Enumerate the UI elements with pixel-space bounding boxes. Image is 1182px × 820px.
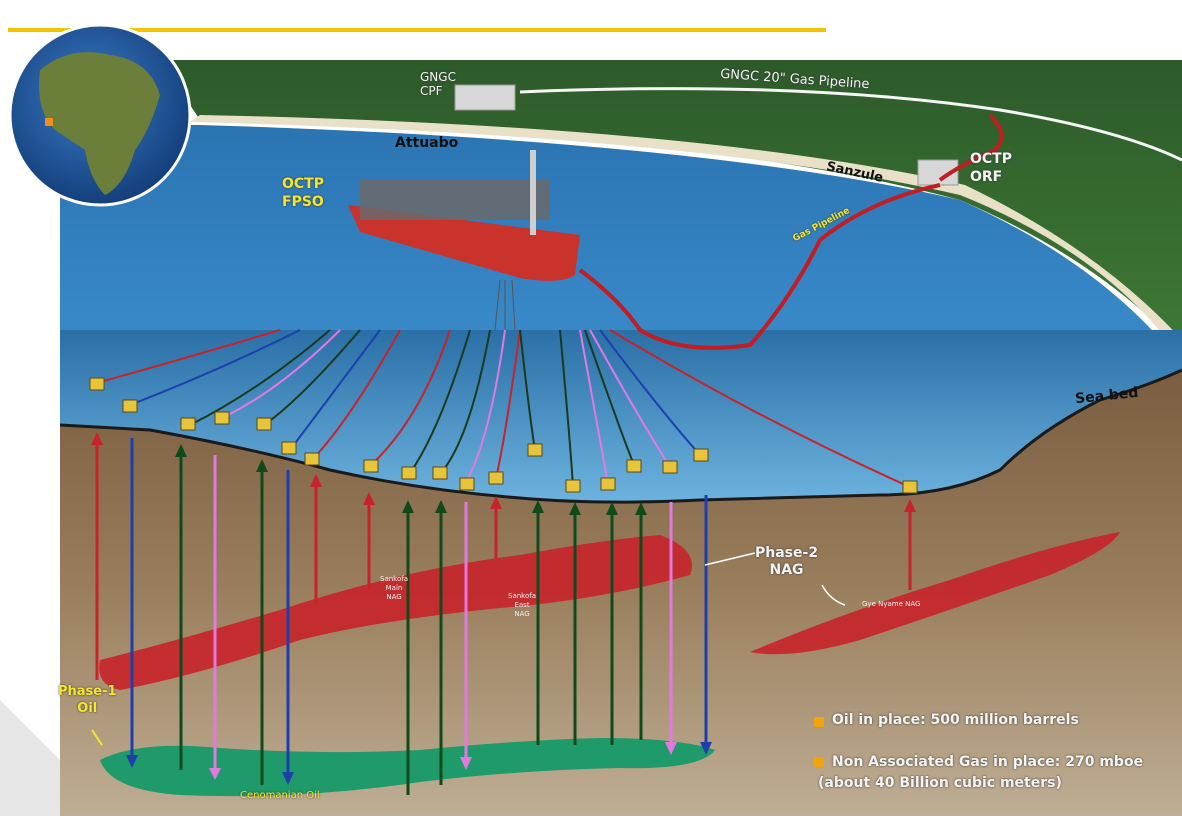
fpso-topsides [360,180,550,220]
gngc-gas-pipeline [519,87,1182,162]
wells [91,432,916,795]
sea-surface [60,125,1182,365]
fpso-hull [348,205,580,281]
forest-coastline [160,60,1182,350]
water-column [60,330,1182,503]
attuabo-label: Attuabo [395,135,459,151]
phase1-pointer [91,729,103,746]
gye-nyame-pointer [821,584,846,606]
gye-nyame-nag-label: Gye Nyame NAG [862,600,921,608]
cenomanian-oil-label: Cenomanian Oil [240,790,320,801]
legend-bullet-oil [814,717,824,727]
sankofa-gas-reservoir [99,535,692,690]
title-bar-line [8,28,826,32]
gas-pipeline-onshore [938,113,1004,182]
subsurface-rock [60,370,1182,816]
flowlines [99,329,911,488]
slide-corner-decoration [0,700,60,816]
orf-facility [917,159,959,186]
legend-bullet-gas [814,757,824,767]
legend-gas-in-place: Non Associated Gas in place: 270 mboe (a… [818,754,1144,791]
sea-bed-line [59,368,1182,504]
fpso-flare-tower [530,150,536,235]
gye-nyame-gas-reservoir [750,532,1120,655]
africa-landmass [39,52,160,196]
risers [494,279,516,331]
legend-oil-in-place: Oil in place: 500 million barrels [832,712,1079,728]
cpf-facility [454,84,516,111]
phase2-pointer [704,552,756,566]
location-marker-icon [45,118,53,126]
subsea-wellheads [89,377,918,494]
gas-pipeline [578,183,941,350]
